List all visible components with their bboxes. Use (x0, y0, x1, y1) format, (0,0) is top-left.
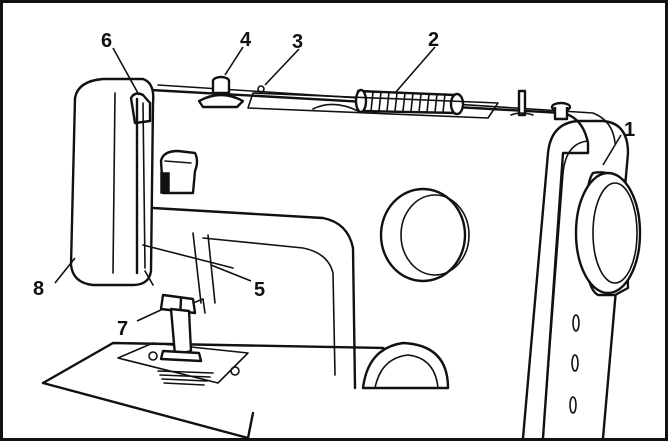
callout-3: 3 (292, 31, 303, 53)
machine-pillar (521, 119, 630, 438)
presser-foot-assembly (159, 293, 206, 363)
diagram-svg: 1 2 3 4 5 6 7 8 (33, 29, 642, 438)
callout-1: 1 (624, 119, 635, 141)
top-cover-recess (247, 92, 499, 119)
bobbin-winder-spindle (197, 75, 245, 109)
bobbin-winder-stop (257, 85, 265, 93)
lower-dial (361, 341, 450, 390)
thread-guide-pins (510, 89, 572, 121)
spool-of-thread (354, 88, 465, 116)
callout-8: 8 (33, 278, 44, 300)
feed-dog (148, 351, 240, 386)
take-up-lever (129, 92, 152, 275)
head-end-cover (69, 77, 155, 287)
pillar-slots (569, 314, 580, 414)
arm-throat (151, 206, 357, 390)
callout-4: 4 (240, 29, 252, 51)
tension-dial (159, 149, 199, 195)
head-inner-edge (112, 92, 116, 274)
arm-top-edge (157, 84, 616, 144)
handwheel (574, 171, 642, 297)
callout-6: 6 (101, 30, 112, 52)
needle-plate (117, 342, 249, 384)
thread-path (142, 244, 234, 286)
thread-guide-bar (192, 232, 216, 304)
pillar-inner-edge (542, 140, 589, 438)
callout-5: 5 (254, 279, 265, 301)
stitch-dial (379, 187, 470, 283)
throat-inner (202, 237, 336, 376)
leader-lines (54, 46, 622, 322)
machine-bed (41, 341, 405, 438)
top-slot (312, 103, 359, 112)
callout-2: 2 (428, 29, 439, 51)
callout-7: 7 (117, 318, 128, 340)
